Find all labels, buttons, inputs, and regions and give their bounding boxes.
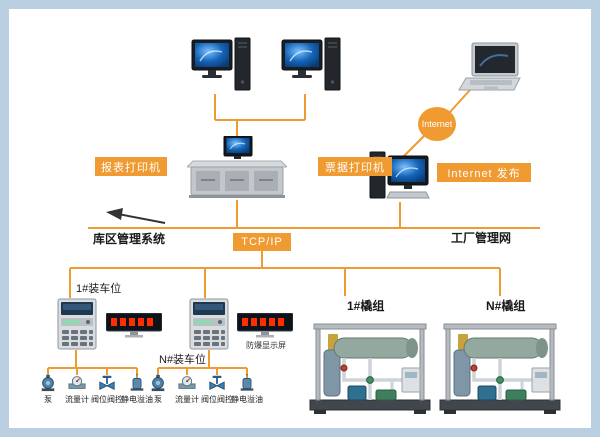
internet-publish-tag: Internet 发布 xyxy=(437,163,531,182)
batch-controller-n-icon xyxy=(189,298,229,350)
static-grounding-icon xyxy=(238,374,256,392)
device-label: 阀位阀控 xyxy=(201,395,233,404)
skid-unit-n-icon xyxy=(438,316,562,416)
workstation-computer-2-icon xyxy=(280,36,342,94)
device-label: 泵 xyxy=(154,395,162,404)
device-label: 流量计 xyxy=(175,395,199,404)
operator-console-icon xyxy=(187,136,287,200)
factory-network-label: 工厂管理网 xyxy=(451,231,512,245)
laptop-icon xyxy=(458,42,522,94)
device-label: 静电溢油 xyxy=(231,395,263,404)
internet-cloud-label: Internet xyxy=(421,119,453,129)
workstation-computer-1-icon xyxy=(190,36,252,94)
static-grounding-icon xyxy=(128,374,146,392)
pump-icon xyxy=(39,374,57,392)
device-label: 静电溢油 xyxy=(121,395,153,404)
tcpip-tag: TCP/IP xyxy=(233,233,291,251)
left-arrow-icon xyxy=(106,208,166,224)
internet-publish-label: Internet 发布 xyxy=(447,167,521,180)
flow-meter-icon xyxy=(178,374,196,392)
valve-control-icon xyxy=(208,374,226,392)
loading-spot-1-label: 1#装车位 xyxy=(76,283,122,295)
valve-control-icon xyxy=(98,374,116,392)
depot-system-label: 库区管理系统 xyxy=(93,232,166,246)
device-label: 泵 xyxy=(44,395,52,404)
skid-unit-1-icon xyxy=(308,316,432,416)
report-printer-tag: 报表打印机 xyxy=(95,157,167,176)
batch-controller-1-icon xyxy=(57,298,97,350)
skid-n-label: N#橇组 xyxy=(486,299,526,313)
explosion-proof-display-label: 防爆显示屏 xyxy=(246,341,286,350)
led-display-1-icon xyxy=(106,313,162,339)
flow-meter-icon xyxy=(68,374,86,392)
device-label: 阀位阀控 xyxy=(91,395,123,404)
device-label: 流量计 xyxy=(65,395,89,404)
tcpip-label: TCP/IP xyxy=(241,236,283,248)
pump-icon xyxy=(149,374,167,392)
skid-1-label: 1#橇组 xyxy=(347,299,385,313)
led-display-n-icon xyxy=(237,313,293,339)
ticket-printer-tag: 票据打印机 xyxy=(318,157,392,176)
ticket-printer-label: 票据打印机 xyxy=(325,161,385,174)
loading-spot-n-label: N#装车位 xyxy=(159,354,207,366)
internet-cloud: Internet xyxy=(418,107,456,141)
report-printer-label: 报表打印机 xyxy=(101,161,161,174)
